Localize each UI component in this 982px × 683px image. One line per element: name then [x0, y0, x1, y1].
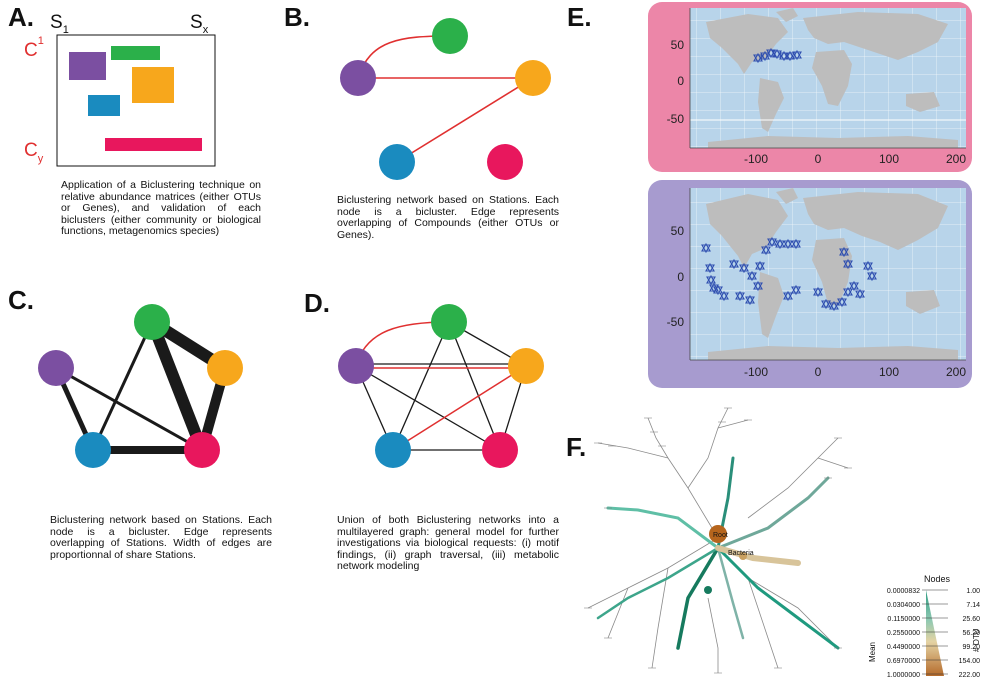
- panel-d-label: D.: [304, 288, 330, 318]
- station-markers: [753, 47, 802, 64]
- y-tick: -50: [667, 112, 685, 126]
- matrix-frame: [56, 34, 216, 167]
- y-tick: 50: [671, 224, 685, 238]
- node-green: [432, 18, 468, 54]
- x-tick: -100: [744, 152, 768, 166]
- x-tick: 100: [879, 152, 899, 166]
- node-purple: [340, 60, 376, 96]
- legend-title: Nodes: [924, 574, 951, 584]
- mean-value: 0.1150000: [887, 616, 920, 623]
- node-orange: [515, 60, 551, 96]
- edge-green-blue: [91, 321, 154, 451]
- mean-axis-label: Mean: [868, 642, 877, 662]
- panel-c-network: [38, 304, 243, 468]
- y-tick: 0: [677, 74, 684, 88]
- node-green: [134, 304, 170, 340]
- node-pink: [487, 144, 523, 180]
- outer-branches: [587, 407, 849, 673]
- y-tick: 50: [671, 38, 685, 52]
- tree-node: [704, 586, 712, 594]
- x-tick: 0: [815, 152, 822, 166]
- otu-value: 222.00: [959, 672, 981, 679]
- otu-value: 99.20: [962, 644, 980, 651]
- node-orange: [207, 350, 243, 386]
- otu-value: 154.00: [959, 658, 981, 665]
- station-markers: [701, 236, 877, 312]
- node-purple: [338, 348, 374, 384]
- edge-green-pink: [146, 319, 208, 453]
- matrix-col-first-label: S1: [50, 12, 69, 36]
- edge-black: [355, 365, 501, 451]
- matrix-col-last-label: Sx: [190, 12, 209, 36]
- x-tick: 0: [815, 365, 822, 379]
- mean-value: 0.2550000: [887, 630, 920, 637]
- mean-value: 0.0000832: [887, 588, 920, 595]
- map-panel-bottom: 50 0 -50 -100 0 100 200: [648, 180, 972, 388]
- mean-value: 0.0304000: [887, 602, 920, 609]
- panel-a-matrix: S1 Sx C1 Cy: [24, 12, 216, 167]
- y-tick: 0: [677, 270, 684, 284]
- panel-a-caption: Application of a Biclustering technique …: [61, 179, 261, 237]
- bicluster-orange: [132, 67, 174, 103]
- edge-red: [392, 365, 527, 451]
- node-blue: [375, 432, 411, 468]
- node-blue: [379, 144, 415, 180]
- panel-a-label: A.: [8, 2, 34, 32]
- otu-value: 56.20: [962, 630, 980, 637]
- bacteria-label: Bacteria: [728, 550, 754, 557]
- x-tick: 200: [946, 365, 966, 379]
- y-tick: -50: [667, 315, 685, 329]
- otu-value: 1.00: [966, 588, 980, 595]
- bicluster-purple: [69, 52, 106, 80]
- leaf-ticks: [584, 407, 852, 674]
- edge-purple-pink: [55, 366, 203, 452]
- panel-b-network: [340, 18, 551, 180]
- map-top-svg: 50 0 -50 -100 0 100 200: [667, 8, 966, 166]
- node-blue: [75, 432, 111, 468]
- otu-label-text: # OTU: [972, 628, 981, 652]
- land-masses: [706, 188, 958, 360]
- nodes-legend: 0.0000832 0.0304000 0.1150000 0.2550000 …: [887, 588, 981, 679]
- root-label: Root: [713, 532, 728, 539]
- mean-value: 1.0000000: [887, 672, 920, 679]
- panel-c-caption: Biclustering network based on Stations. …: [50, 514, 272, 561]
- bicluster-pink: [105, 138, 202, 151]
- mean-value: 0.6970000: [887, 658, 920, 665]
- node-orange: [508, 348, 544, 384]
- panel-d-caption: Union of both Biclustering networks into…: [337, 514, 559, 572]
- panel-e-label: E.: [567, 2, 592, 32]
- otu-value: 25.60: [962, 616, 980, 623]
- bicluster-blue: [88, 95, 120, 116]
- legend-wedge: [926, 590, 944, 676]
- panel-b-label: B.: [284, 2, 310, 32]
- panel-d-network: [338, 304, 544, 468]
- panel-c-label: C.: [8, 285, 34, 315]
- main-branches: [596, 456, 840, 650]
- node-green: [431, 304, 467, 340]
- node-purple: [38, 350, 74, 386]
- x-tick: 100: [879, 365, 899, 379]
- edge-black: [392, 321, 450, 451]
- bacteria-node: [739, 552, 747, 560]
- phylo-tree: Root Bacteria: [584, 407, 852, 674]
- panel-f-label: F.: [566, 432, 587, 462]
- land-masses: [706, 8, 958, 148]
- x-tick: 200: [946, 152, 966, 166]
- otu-value: 7.14: [966, 602, 980, 609]
- mean-label-text: Mean: [868, 642, 877, 662]
- otu-axis-label: # OTU: [972, 628, 981, 652]
- node-pink: [184, 432, 220, 468]
- map-panel-top: 50 0 -50 -100 0 100 200: [648, 2, 972, 172]
- panel-b-caption: Biclustering network based on Stations. …: [337, 194, 559, 241]
- map-bottom-svg: 50 0 -50 -100 0 100 200: [667, 188, 966, 379]
- x-tick: -100: [744, 365, 768, 379]
- matrix-row-last-label: Cy: [24, 140, 44, 165]
- edge-blue-orange: [396, 77, 534, 163]
- edge-black: [448, 321, 501, 451]
- node-pink: [482, 432, 518, 468]
- mean-value: 0.4490000: [887, 644, 920, 651]
- root-node: [709, 525, 727, 543]
- bicluster-green: [111, 46, 160, 60]
- matrix-row-first-label: C1: [24, 35, 44, 61]
